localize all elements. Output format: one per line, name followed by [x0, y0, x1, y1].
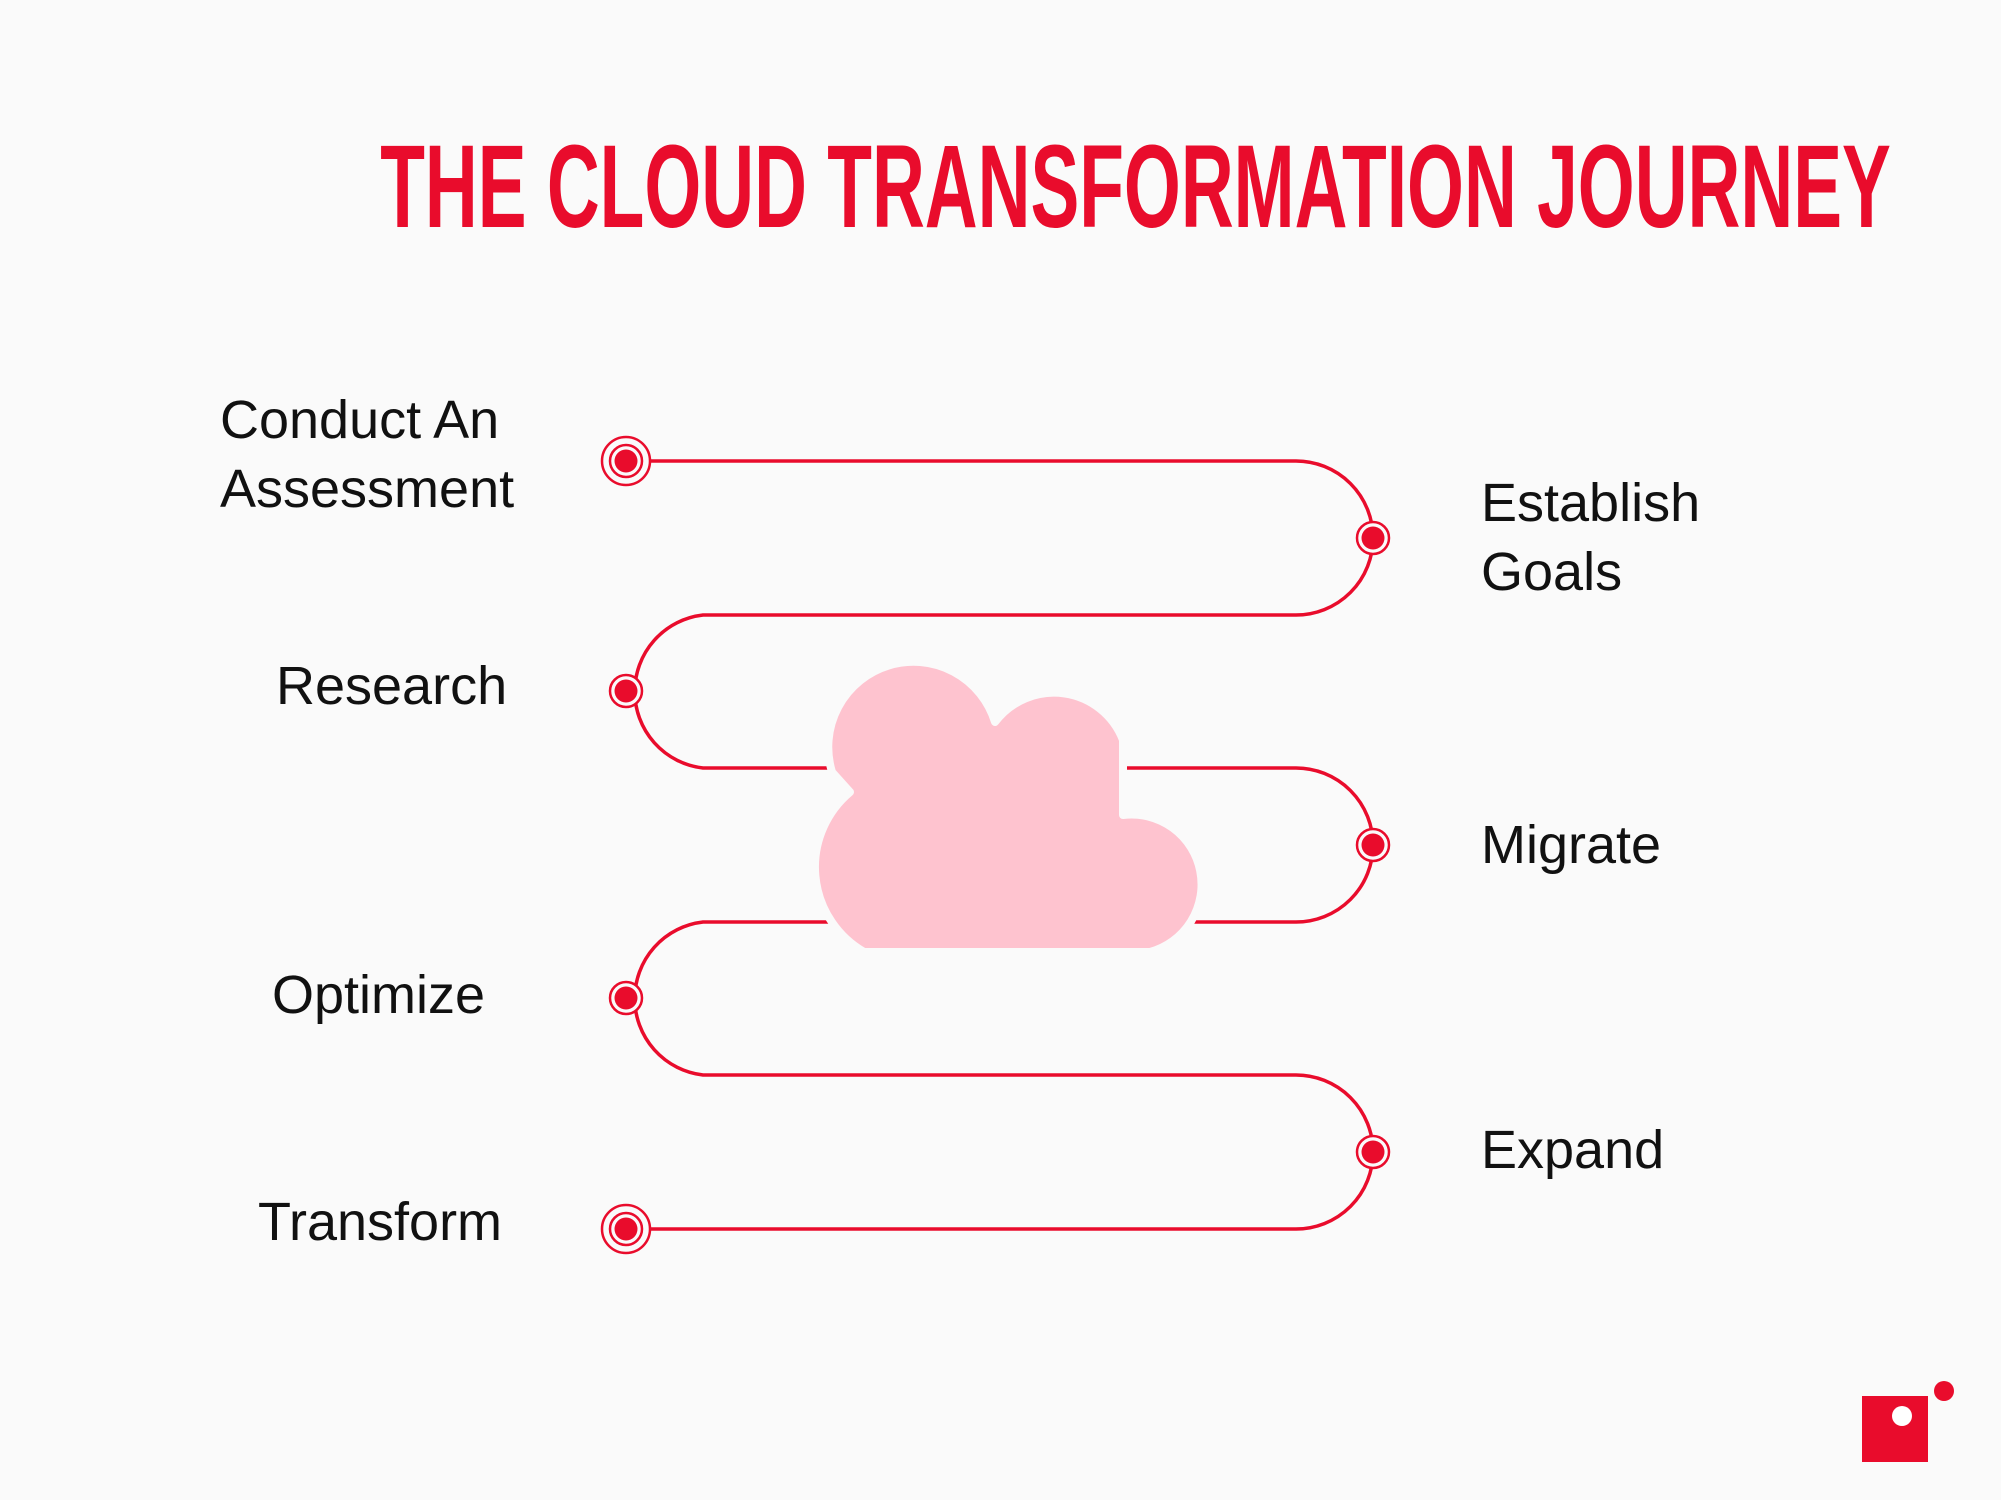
logo-dot — [1934, 1381, 1954, 1401]
step-label-research: Research — [276, 652, 507, 721]
step-label-line: Research — [276, 656, 508, 716]
step-label-line: Transform — [258, 1192, 503, 1252]
step-label-establish-goals: Establish Goals — [1481, 469, 1700, 607]
step-label-line: Migrate — [1481, 815, 1662, 875]
step-label-conduct-assessment: Conduct An Assessment — [220, 386, 514, 524]
step-label-expand: Expand — [1481, 1116, 1664, 1185]
step-node-icon — [1355, 520, 1391, 556]
step-label-optimize: Optimize — [272, 961, 485, 1030]
step-label-line: Conduct An — [220, 390, 500, 450]
step-label-migrate: Migrate — [1481, 811, 1661, 880]
step-label-line: Optimize — [272, 965, 486, 1025]
logo-hole — [1892, 1406, 1912, 1426]
step-label-line: Assessment — [220, 459, 515, 519]
step-label-line: Goals — [1481, 542, 1623, 602]
step-node-icon — [608, 673, 644, 709]
cloud-icon — [811, 657, 1206, 956]
logo-square — [1862, 1396, 1928, 1462]
step-node-icon — [608, 980, 644, 1016]
step-label-line: Expand — [1481, 1120, 1665, 1180]
end-node-icon — [600, 1203, 652, 1255]
step-node-icon — [1355, 827, 1391, 863]
step-label-line: Establish — [1481, 473, 1701, 533]
step-node-icon — [1355, 1134, 1391, 1170]
step-label-transform: Transform — [258, 1188, 502, 1257]
start-node-icon — [600, 435, 652, 487]
